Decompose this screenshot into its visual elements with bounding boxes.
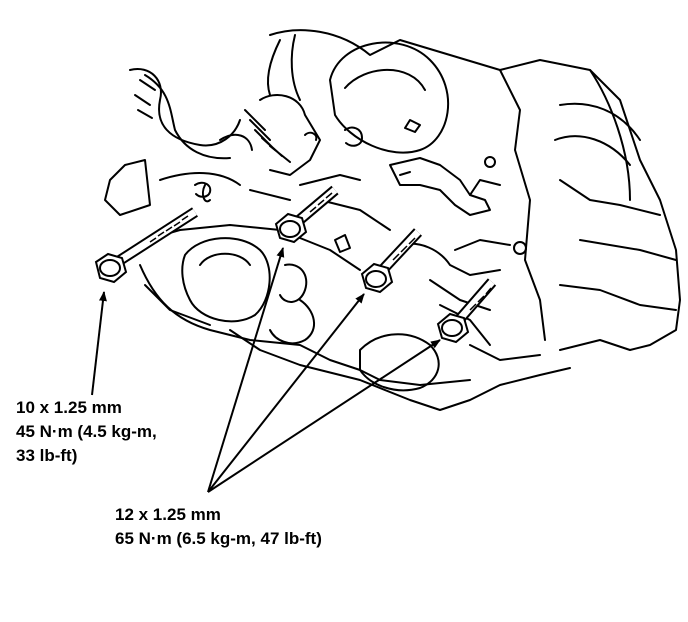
callout-line: 45 N·m (4.5 kg-m, — [16, 422, 157, 441]
leader-arrow-bolt-b — [207, 293, 365, 493]
torque-spec-callout-10mm: 10 x 1.25 mm 45 N·m (4.5 kg-m, 33 lb-ft) — [16, 396, 157, 468]
callout-line: 10 x 1.25 mm — [16, 398, 122, 417]
callout-line: 33 lb-ft) — [16, 446, 78, 465]
bolt-12x125-a — [274, 185, 339, 244]
leader-arrow-bolt-c — [207, 339, 441, 493]
bolt-12x125-c — [436, 278, 497, 344]
callout-line: 65 N·m (6.5 kg-m, 47 lb-ft) — [115, 529, 322, 548]
bolts — [94, 185, 497, 344]
leader-lines — [91, 247, 441, 493]
torque-spec-callout-12mm: 12 x 1.25 mm 65 N·m (6.5 kg-m, 47 lb-ft) — [115, 503, 322, 551]
bolt-12x125-b — [360, 228, 423, 294]
leader-arrow-bolt-a — [207, 247, 285, 493]
leader-arrow-bolt-10 — [91, 291, 107, 396]
callout-line: 12 x 1.25 mm — [115, 505, 221, 524]
bolt-10x125 — [94, 207, 198, 284]
